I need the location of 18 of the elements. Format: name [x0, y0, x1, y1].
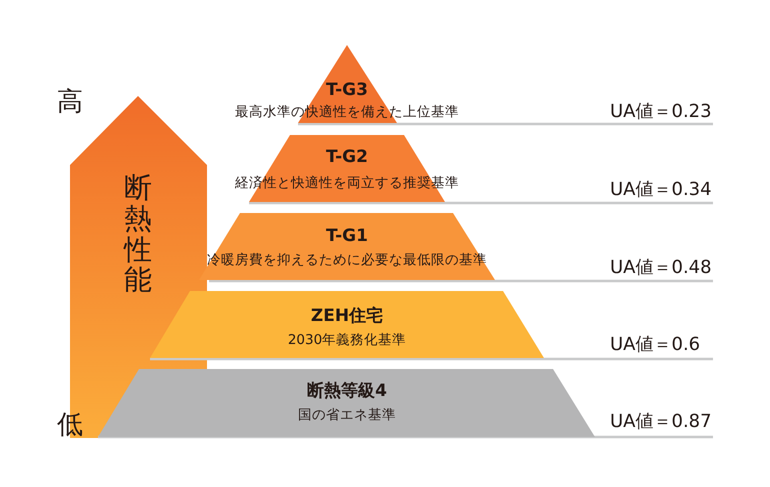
tier-description: 2030年義務化基準 [288, 332, 406, 348]
ua-value-label: UA値＝0.48 [610, 257, 712, 279]
tier-title: T-G1 [326, 226, 368, 246]
tier-title: ZEH住宅 [310, 306, 384, 326]
pyramid-tier [236, 45, 459, 124]
ua-value-label: UA値＝0.87 [610, 411, 712, 433]
pyramid-tier [150, 291, 544, 359]
ua-value-label: UA値＝0.34 [610, 179, 712, 201]
tier-title: T-G3 [326, 80, 368, 100]
pyramid-tier [98, 369, 595, 438]
scale-end-label: 高 [57, 88, 83, 117]
tier-title: T-G2 [326, 146, 368, 168]
ua-value-label: UA値＝0.6 [610, 334, 700, 356]
ua-value-label: UA値＝0.23 [610, 101, 712, 123]
tier-description: 国の省エネ基準 [298, 406, 396, 424]
tier-title: 断熱等級4 [307, 380, 387, 402]
tier-description: 最高水準の快適性を備えた上位基準 [235, 104, 459, 120]
axis-caption: 断熱性能 [124, 173, 152, 296]
